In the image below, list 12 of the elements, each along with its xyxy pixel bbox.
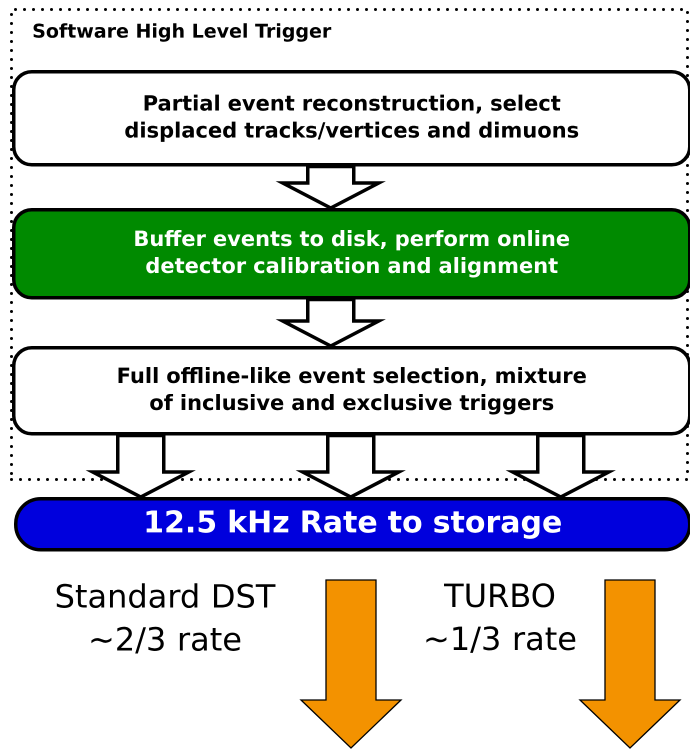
block-arrow — [276, 298, 386, 348]
frame-heading: Software High Level Trigger — [34, 23, 332, 42]
block-arrow — [296, 434, 406, 499]
block-arrow — [276, 164, 386, 210]
process-box: Full offline-like event selection, mixture of inclusive and exclusive triggers — [12, 346, 690, 436]
block-arrow — [86, 434, 196, 499]
rate-bar: 12.5 kHz Rate to storage — [14, 497, 690, 552]
flow-label: TURBO ~1/3 rate — [426, 583, 576, 653]
block-arrow — [506, 434, 616, 499]
process-box: Buffer events to disk, perform online detector calibration and alignment — [12, 208, 690, 300]
process-box: Partial event reconstruction, select displaced tracks/vertices and dimuons — [12, 70, 690, 166]
flow-label: Standard DST ~2/3 rate — [56, 583, 276, 654]
